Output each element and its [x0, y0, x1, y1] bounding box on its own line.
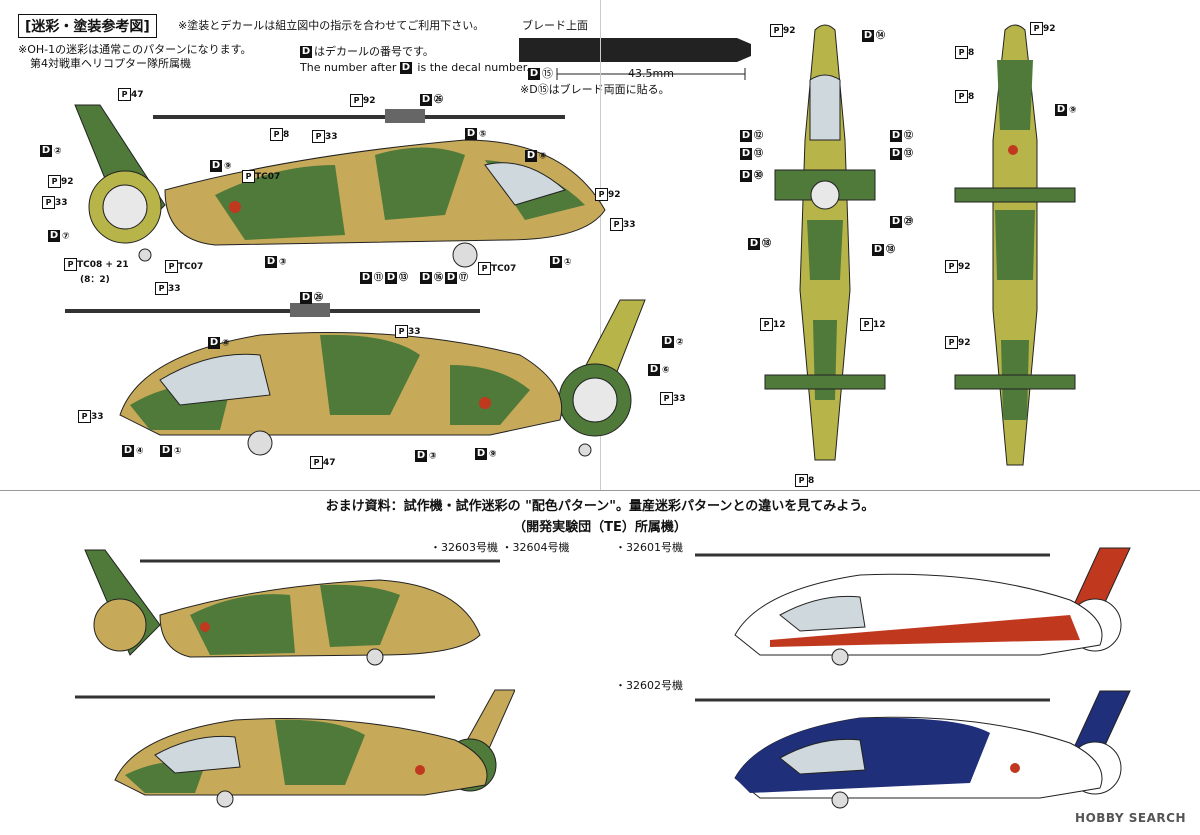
prototype-blue-white [695, 690, 1131, 809]
decal-note-en-a: The number after [300, 61, 397, 74]
section-title: [迷彩・塗装参考図] [18, 14, 157, 38]
helicopter-top-view [764, 24, 886, 461]
helicopter-bottom-view [954, 24, 1076, 466]
vertical-separator [600, 0, 601, 490]
note-top: ※塗装とデカールは組立図中の指示を合わせてご利用下さい。 [178, 19, 485, 32]
label-camo-prototypes: ・32603号機 ・32604号機 [430, 541, 570, 554]
blade-note: ※D⑮はブレード両面に貼る。 [520, 83, 670, 96]
blade-length: 43.5mm [628, 67, 674, 80]
blade-d-box: D [528, 68, 540, 80]
bonus-divider [0, 490, 1200, 491]
note-oh1: ※OH-1の迷彩は通常このパターンになります。 [18, 43, 252, 56]
helicopter-side-right [74, 104, 606, 268]
label-red-prototype: ・32601号機 [615, 541, 683, 554]
callout-ratio: (8：2) [80, 275, 110, 285]
bonus-title: おまけ資料：試作機・試作迷彩の "配色パターン"。量産迷彩パターンとの違いを見て… [325, 499, 875, 514]
decal-letter-box-en: D [399, 62, 412, 74]
decal-note-en: The number after D is the decal number. [300, 60, 530, 75]
note-unit: 第4対戦車ヘリコプター隊所属機 [30, 57, 191, 70]
paint-icon: P [118, 88, 131, 101]
prototype-red-white [695, 547, 1131, 666]
helicopter-side-left [65, 299, 646, 457]
decal-letter-box: D [300, 46, 312, 58]
bonus-subtitle: （開発実験団（TE）所属機） [513, 520, 687, 535]
blade-title: ブレード上面 [522, 19, 588, 32]
watermark: HOBBY SEARCH [1075, 811, 1186, 825]
decal-note-jp-text: はデカールの番号です。 [314, 45, 434, 58]
blade-decal-number: ⑮ [542, 67, 553, 80]
blade-diagram [519, 38, 751, 80]
prototype-camo-right [84, 549, 500, 666]
decal-note-en-b: is the decal number. [417, 61, 530, 74]
label-blue-prototype: ・32602号機 [615, 679, 683, 692]
prototype-camo-left [75, 689, 515, 808]
